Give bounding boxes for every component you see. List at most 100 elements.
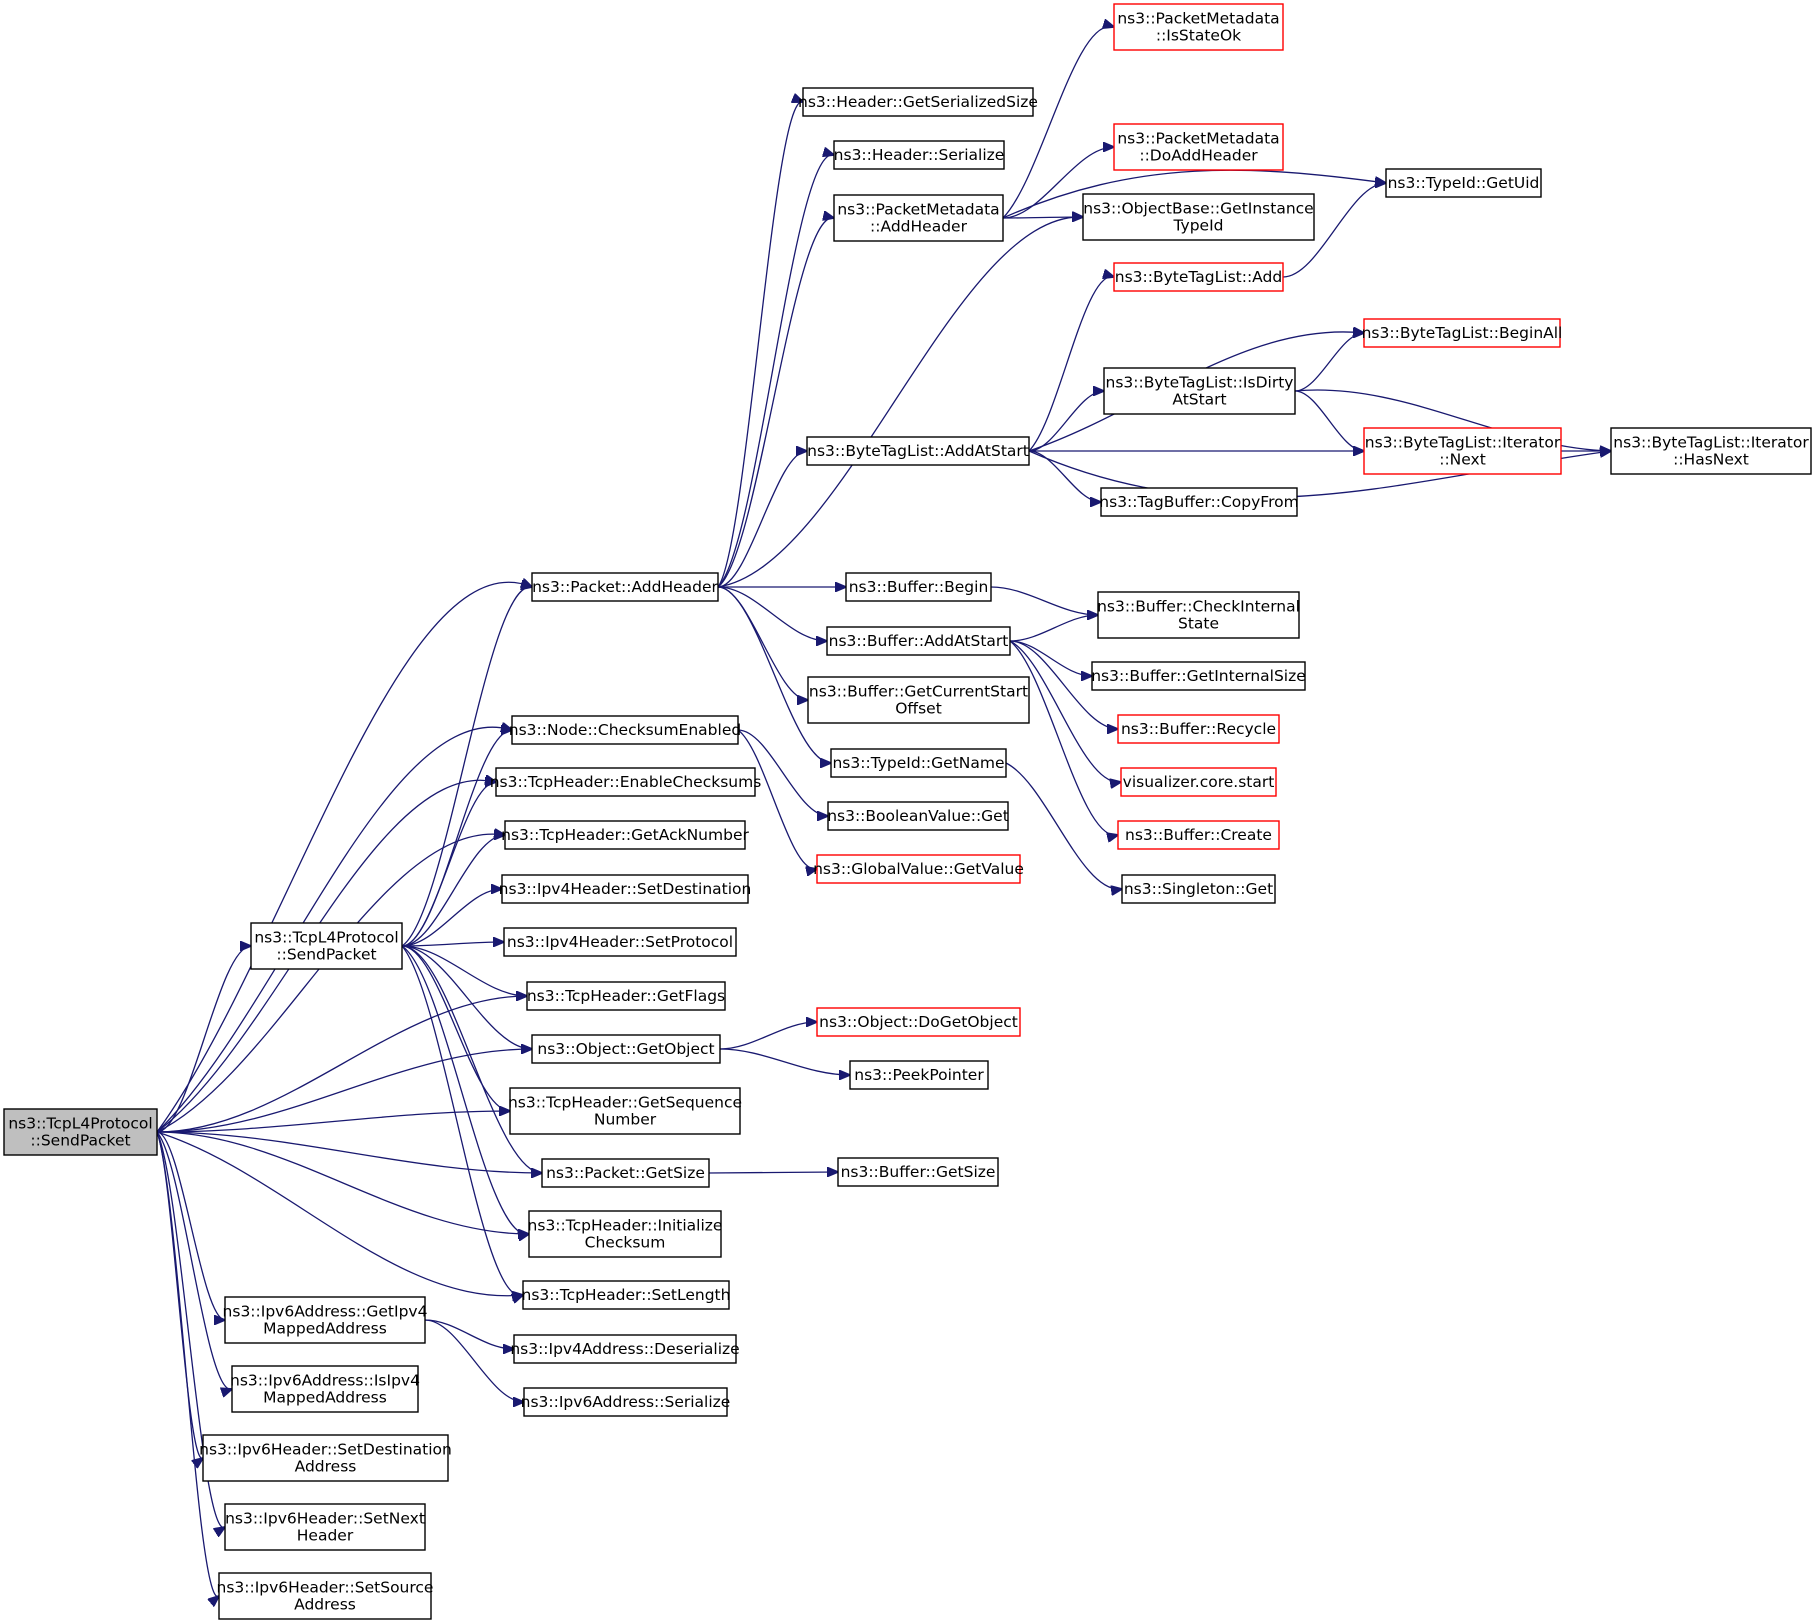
graph-node-buffer-getinternalsize[interactable]: ns3::Buffer::GetInternalSize: [1091, 661, 1306, 691]
node-box[interactable]: [1113, 3, 1284, 51]
node-box[interactable]: [833, 140, 1005, 170]
node-box[interactable]: [501, 874, 749, 904]
graph-node-tcpl4-sendpacket2[interactable]: ns3::TcpL4Protocol::SendPacket: [250, 922, 403, 970]
node-box[interactable]: [528, 1210, 722, 1258]
graph-node-header-getserializedsize[interactable]: ns3::Header::GetSerializedSize: [798, 87, 1038, 117]
node-box[interactable]: [837, 1157, 999, 1187]
graph-node-packet-getsize[interactable]: ns3::Packet::GetSize: [541, 1158, 710, 1188]
node-box[interactable]: [849, 1060, 989, 1090]
node-box[interactable]: [495, 767, 756, 797]
node-box[interactable]: [509, 1087, 741, 1135]
graph-node-bytetaglist-add[interactable]: ns3::ByteTagList::Add: [1113, 262, 1284, 292]
node-box[interactable]: [1097, 591, 1300, 639]
graph-node-ipv4address-deserialize[interactable]: ns3::Ipv4Address::Deserialize: [510, 1334, 740, 1364]
node-box[interactable]: [513, 1334, 737, 1364]
graph-node-singleton-get[interactable]: ns3::Singleton::Get: [1121, 874, 1276, 904]
node-box[interactable]: [826, 626, 1011, 656]
graph-node-buffer-addatstart[interactable]: ns3::Buffer::AddAtStart: [826, 626, 1011, 656]
graph-node-bytetaglist-beginall[interactable]: ns3::ByteTagList::BeginAll: [1362, 318, 1563, 348]
graph-node-bytetaglist-iterator-hasnext[interactable]: ns3::ByteTagList::Iterator::HasNext: [1610, 427, 1812, 475]
graph-node-object-getobject[interactable]: ns3::Object::GetObject: [531, 1034, 721, 1064]
node-box[interactable]: [807, 676, 1030, 724]
node-box[interactable]: [827, 801, 1009, 831]
node-box[interactable]: [224, 1296, 426, 1344]
graph-node-typeid-getuid[interactable]: ns3::TypeId::GetUid: [1385, 168, 1542, 198]
node-box[interactable]: [1120, 767, 1277, 797]
node-box[interactable]: [1610, 427, 1812, 475]
node-box[interactable]: [523, 1387, 728, 1417]
graph-node-tcpheader-getacknumber[interactable]: ns3::TcpHeader::GetAckNumber: [501, 820, 749, 850]
graph-node-object-dogetobject[interactable]: ns3::Object::DoGetObject: [816, 1007, 1021, 1037]
node-box[interactable]: [3, 1108, 158, 1156]
graph-node-visualizer-core-start[interactable]: visualizer.core.start: [1120, 767, 1277, 797]
node-box[interactable]: [1100, 487, 1298, 517]
node-box[interactable]: [816, 854, 1021, 884]
node-box[interactable]: [526, 981, 726, 1011]
node-box[interactable]: [833, 194, 1004, 242]
node-box[interactable]: [1117, 714, 1280, 744]
node-box[interactable]: [504, 820, 746, 850]
graph-node-peekpointer[interactable]: ns3::PeekPointer: [849, 1060, 989, 1090]
graph-node-packet-addheader[interactable]: ns3::Packet::AddHeader: [531, 572, 719, 602]
graph-node-booleanvalue-get[interactable]: ns3::BooleanValue::Get: [827, 801, 1009, 831]
graph-node-ipv4header-setdestination[interactable]: ns3::Ipv4Header::SetDestination: [499, 874, 752, 904]
node-box[interactable]: [250, 922, 403, 970]
graph-node-node-checksumenabled[interactable]: ns3::Node::ChecksumEnabled: [509, 715, 741, 745]
graph-node-header-serialize[interactable]: ns3::Header::Serialize: [833, 140, 1005, 170]
node-box[interactable]: [806, 436, 1030, 466]
node-box[interactable]: [1117, 820, 1280, 850]
node-box[interactable]: [522, 1280, 730, 1310]
node-box[interactable]: [1113, 262, 1284, 292]
node-box[interactable]: [503, 927, 737, 957]
node-box[interactable]: [1363, 427, 1562, 475]
node-box[interactable]: [1113, 123, 1284, 171]
graph-node-tcpheader-enablechecksums[interactable]: ns3::TcpHeader::EnableChecksums: [490, 767, 762, 797]
node-box[interactable]: [231, 1365, 419, 1413]
graph-node-ipv4header-setprotocol[interactable]: ns3::Ipv4Header::SetProtocol: [503, 927, 737, 957]
node-box[interactable]: [541, 1158, 710, 1188]
graph-node-bytetaglist-addatstart[interactable]: ns3::ByteTagList::AddAtStart: [806, 436, 1030, 466]
node-box[interactable]: [1385, 168, 1542, 198]
node-box[interactable]: [511, 715, 739, 745]
graph-node-buffer-recycle[interactable]: ns3::Buffer::Recycle: [1117, 714, 1280, 744]
node-box[interactable]: [802, 87, 1034, 117]
graph-node-typeid-getname[interactable]: ns3::TypeId::GetName: [830, 748, 1007, 778]
node-box[interactable]: [531, 572, 719, 602]
node-box[interactable]: [1103, 367, 1296, 415]
node-box[interactable]: [224, 1503, 426, 1551]
graph-node-root[interactable]: ns3::TcpL4Protocol::SendPacket: [3, 1108, 158, 1156]
node-box[interactable]: [1091, 661, 1306, 691]
node-box[interactable]: [816, 1007, 1021, 1037]
graph-node-globalvalue-getvalue[interactable]: ns3::GlobalValue::GetValue: [813, 854, 1024, 884]
node-box[interactable]: [531, 1034, 721, 1064]
graph-node-packetmetadata-doaddheader[interactable]: ns3::PacketMetadata::DoAddHeader: [1113, 123, 1284, 171]
graph-node-buffer-begin[interactable]: ns3::Buffer::Begin: [845, 572, 992, 602]
graph-node-buffer-create[interactable]: ns3::Buffer::Create: [1117, 820, 1280, 850]
node-box[interactable]: [1363, 318, 1561, 348]
node-box[interactable]: [202, 1434, 449, 1482]
graph-node-packetmetadata-addheader[interactable]: ns3::PacketMetadata::AddHeader: [833, 194, 1004, 242]
graph-node-bytetaglist-iterator-next[interactable]: ns3::ByteTagList::Iterator::Next: [1363, 427, 1562, 475]
graph-node-tcpheader-setlength[interactable]: ns3::TcpHeader::SetLength: [522, 1280, 731, 1310]
node-box[interactable]: [845, 572, 992, 602]
graph-node-buffer-getsize[interactable]: ns3::Buffer::GetSize: [837, 1157, 999, 1187]
graph-node-ipv6address-serialize[interactable]: ns3::Ipv6Address::Serialize: [521, 1387, 731, 1417]
node-box[interactable]: [830, 748, 1007, 778]
node-box[interactable]: [218, 1572, 432, 1620]
graph-node-packetmetadata-isstateok[interactable]: ns3::PacketMetadata::IsStateOk: [1113, 3, 1284, 51]
node-box[interactable]: [1121, 874, 1276, 904]
node-box[interactable]: [1082, 193, 1315, 241]
graph-node-tagbuffer-copyfrom[interactable]: ns3::TagBuffer::CopyFrom: [1099, 487, 1299, 517]
graph-node-tcpheader-getflags[interactable]: ns3::TcpHeader::GetFlags: [526, 981, 726, 1011]
